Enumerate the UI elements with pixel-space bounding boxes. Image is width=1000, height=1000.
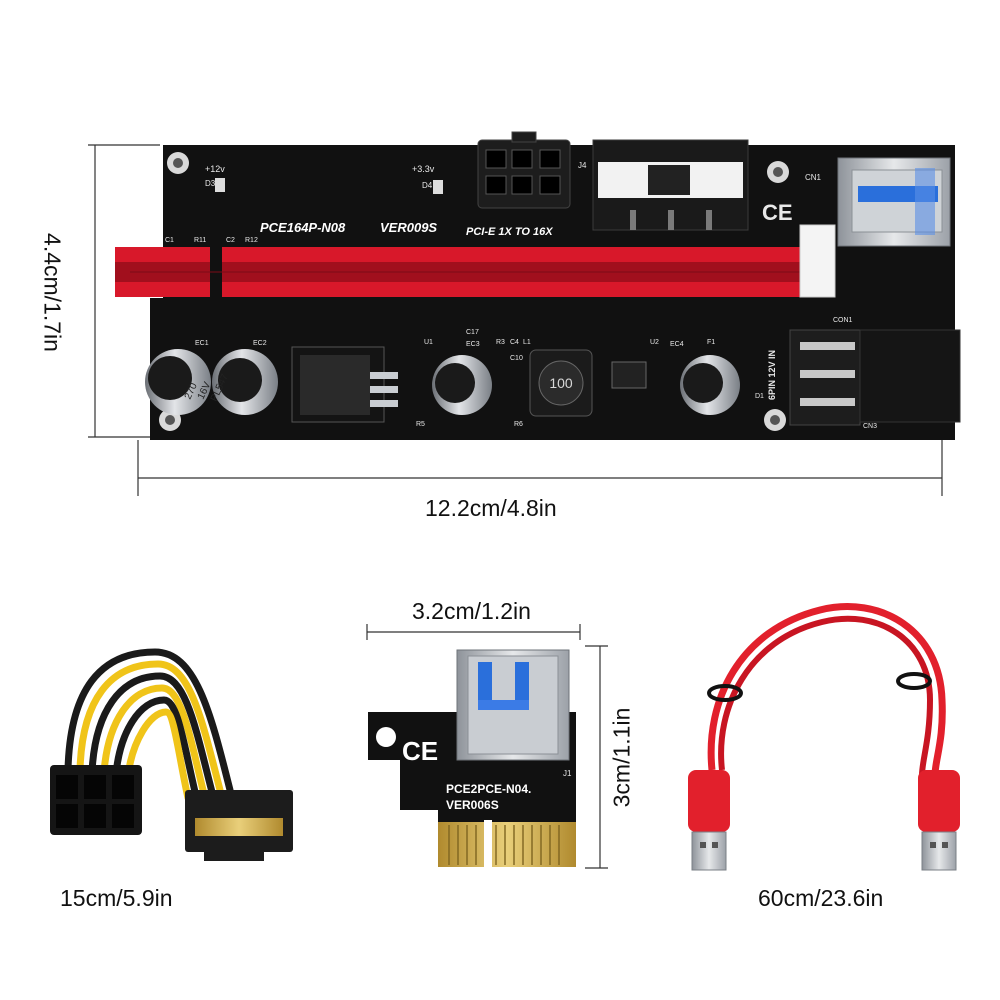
inductor-value: 100 xyxy=(549,375,573,391)
svg-text:EC4: EC4 xyxy=(670,341,684,348)
svg-text:U1: U1 xyxy=(424,339,433,346)
svg-text:C10: C10 xyxy=(510,355,523,362)
label-12v: +12v xyxy=(205,164,225,174)
main-height-label: 4.4cm/1.7in xyxy=(39,233,66,352)
main-board-version: VER009S xyxy=(380,220,437,235)
label-d3: D3 xyxy=(205,179,216,188)
adapter-ce-mark: CE xyxy=(402,736,438,766)
svg-text:CN3: CN3 xyxy=(863,423,877,430)
svg-text:R11: R11 xyxy=(194,237,206,244)
svg-text:C17: C17 xyxy=(466,329,479,336)
svg-text:R5: R5 xyxy=(416,421,425,428)
dimension-lines-adapter xyxy=(366,624,608,869)
main-width-label: 12.2cm/4.8in xyxy=(425,495,557,521)
svg-text:R12: R12 xyxy=(245,237,258,244)
adapter-board: CE J1 PCE2PCE-N04. VER006S xyxy=(368,649,576,868)
svg-text:EC1: EC1 xyxy=(195,340,209,347)
main-ce-mark: CE xyxy=(762,200,793,225)
led-d4 xyxy=(433,180,443,194)
power-cable xyxy=(50,648,293,861)
svg-text:J4: J4 xyxy=(578,161,587,170)
svg-text:C1: C1 xyxy=(165,237,174,244)
sata-plug xyxy=(185,790,293,861)
voltage-regulator-u1: U1 xyxy=(291,339,433,423)
adapter-version: VER006S xyxy=(446,798,499,812)
adapter-model: PCE2PCE-N04. xyxy=(446,782,531,796)
capacitor-ec3: EC3 xyxy=(432,341,492,415)
main-board-model: PCE164P-N08 xyxy=(260,220,346,235)
usb-plug-left xyxy=(688,770,730,871)
6pin-plug xyxy=(50,765,142,835)
molex-connector xyxy=(592,139,749,231)
cable-tie xyxy=(707,672,932,702)
pin-label: 6PIN 12V IN xyxy=(767,350,777,400)
adapter-height-label: 3cm/1.1in xyxy=(608,707,635,808)
usb-cable-length-label: 60cm/23.6in xyxy=(758,885,884,911)
main-slot-label: PCI-E 1X TO 16X xyxy=(466,226,553,238)
pcie-x16-slot xyxy=(115,224,836,300)
power-cable-length-label: 15cm/5.9in xyxy=(60,885,173,911)
dimension-lines-main xyxy=(88,144,943,496)
usb3-port-cn1: CN1 xyxy=(805,157,951,247)
adapter-usb3-port xyxy=(456,649,570,761)
6pin-connector-j4: J4 xyxy=(477,131,587,209)
svg-text:L1: L1 xyxy=(523,339,531,346)
svg-text:J1: J1 xyxy=(563,769,572,778)
usb-plug-right xyxy=(918,770,960,871)
capacitor-ec4: EC4 xyxy=(670,341,740,415)
capacitor-ec2: EC2 xyxy=(212,340,278,415)
power-input-con1: CON1 CN3 6PIN 12V IN xyxy=(767,317,961,430)
usb-cable xyxy=(688,603,960,871)
riser-main-board: +12v D3 +3.3v D4 PCE164P-N08 VER009S PCI… xyxy=(115,131,961,440)
svg-text:CN1: CN1 xyxy=(805,173,822,182)
svg-text:EC3: EC3 xyxy=(466,341,480,348)
svg-text:C4: C4 xyxy=(510,339,519,346)
svg-text:C2: C2 xyxy=(226,237,235,244)
svg-text:D1: D1 xyxy=(755,393,764,400)
adapter-width-label: 3.2cm/1.2in xyxy=(412,598,531,624)
svg-text:U2: U2 xyxy=(650,339,659,346)
svg-text:EC2: EC2 xyxy=(253,340,267,347)
inductor-l1: 100 R3 C4 L1 C10 C17 xyxy=(466,329,593,417)
ic-u2: U2 F1 D1 R5 R6 xyxy=(416,339,764,428)
label-33v: +3.3v xyxy=(412,164,435,174)
svg-text:CON1: CON1 xyxy=(833,317,853,324)
svg-text:R6: R6 xyxy=(514,421,523,428)
label-d4: D4 xyxy=(422,181,433,190)
led-d3 xyxy=(215,178,225,192)
svg-text:R3: R3 xyxy=(496,339,505,346)
svg-text:F1: F1 xyxy=(707,339,715,346)
mounting-holes xyxy=(159,152,789,431)
capacitor-ec1: EC1 xyxy=(145,340,211,415)
